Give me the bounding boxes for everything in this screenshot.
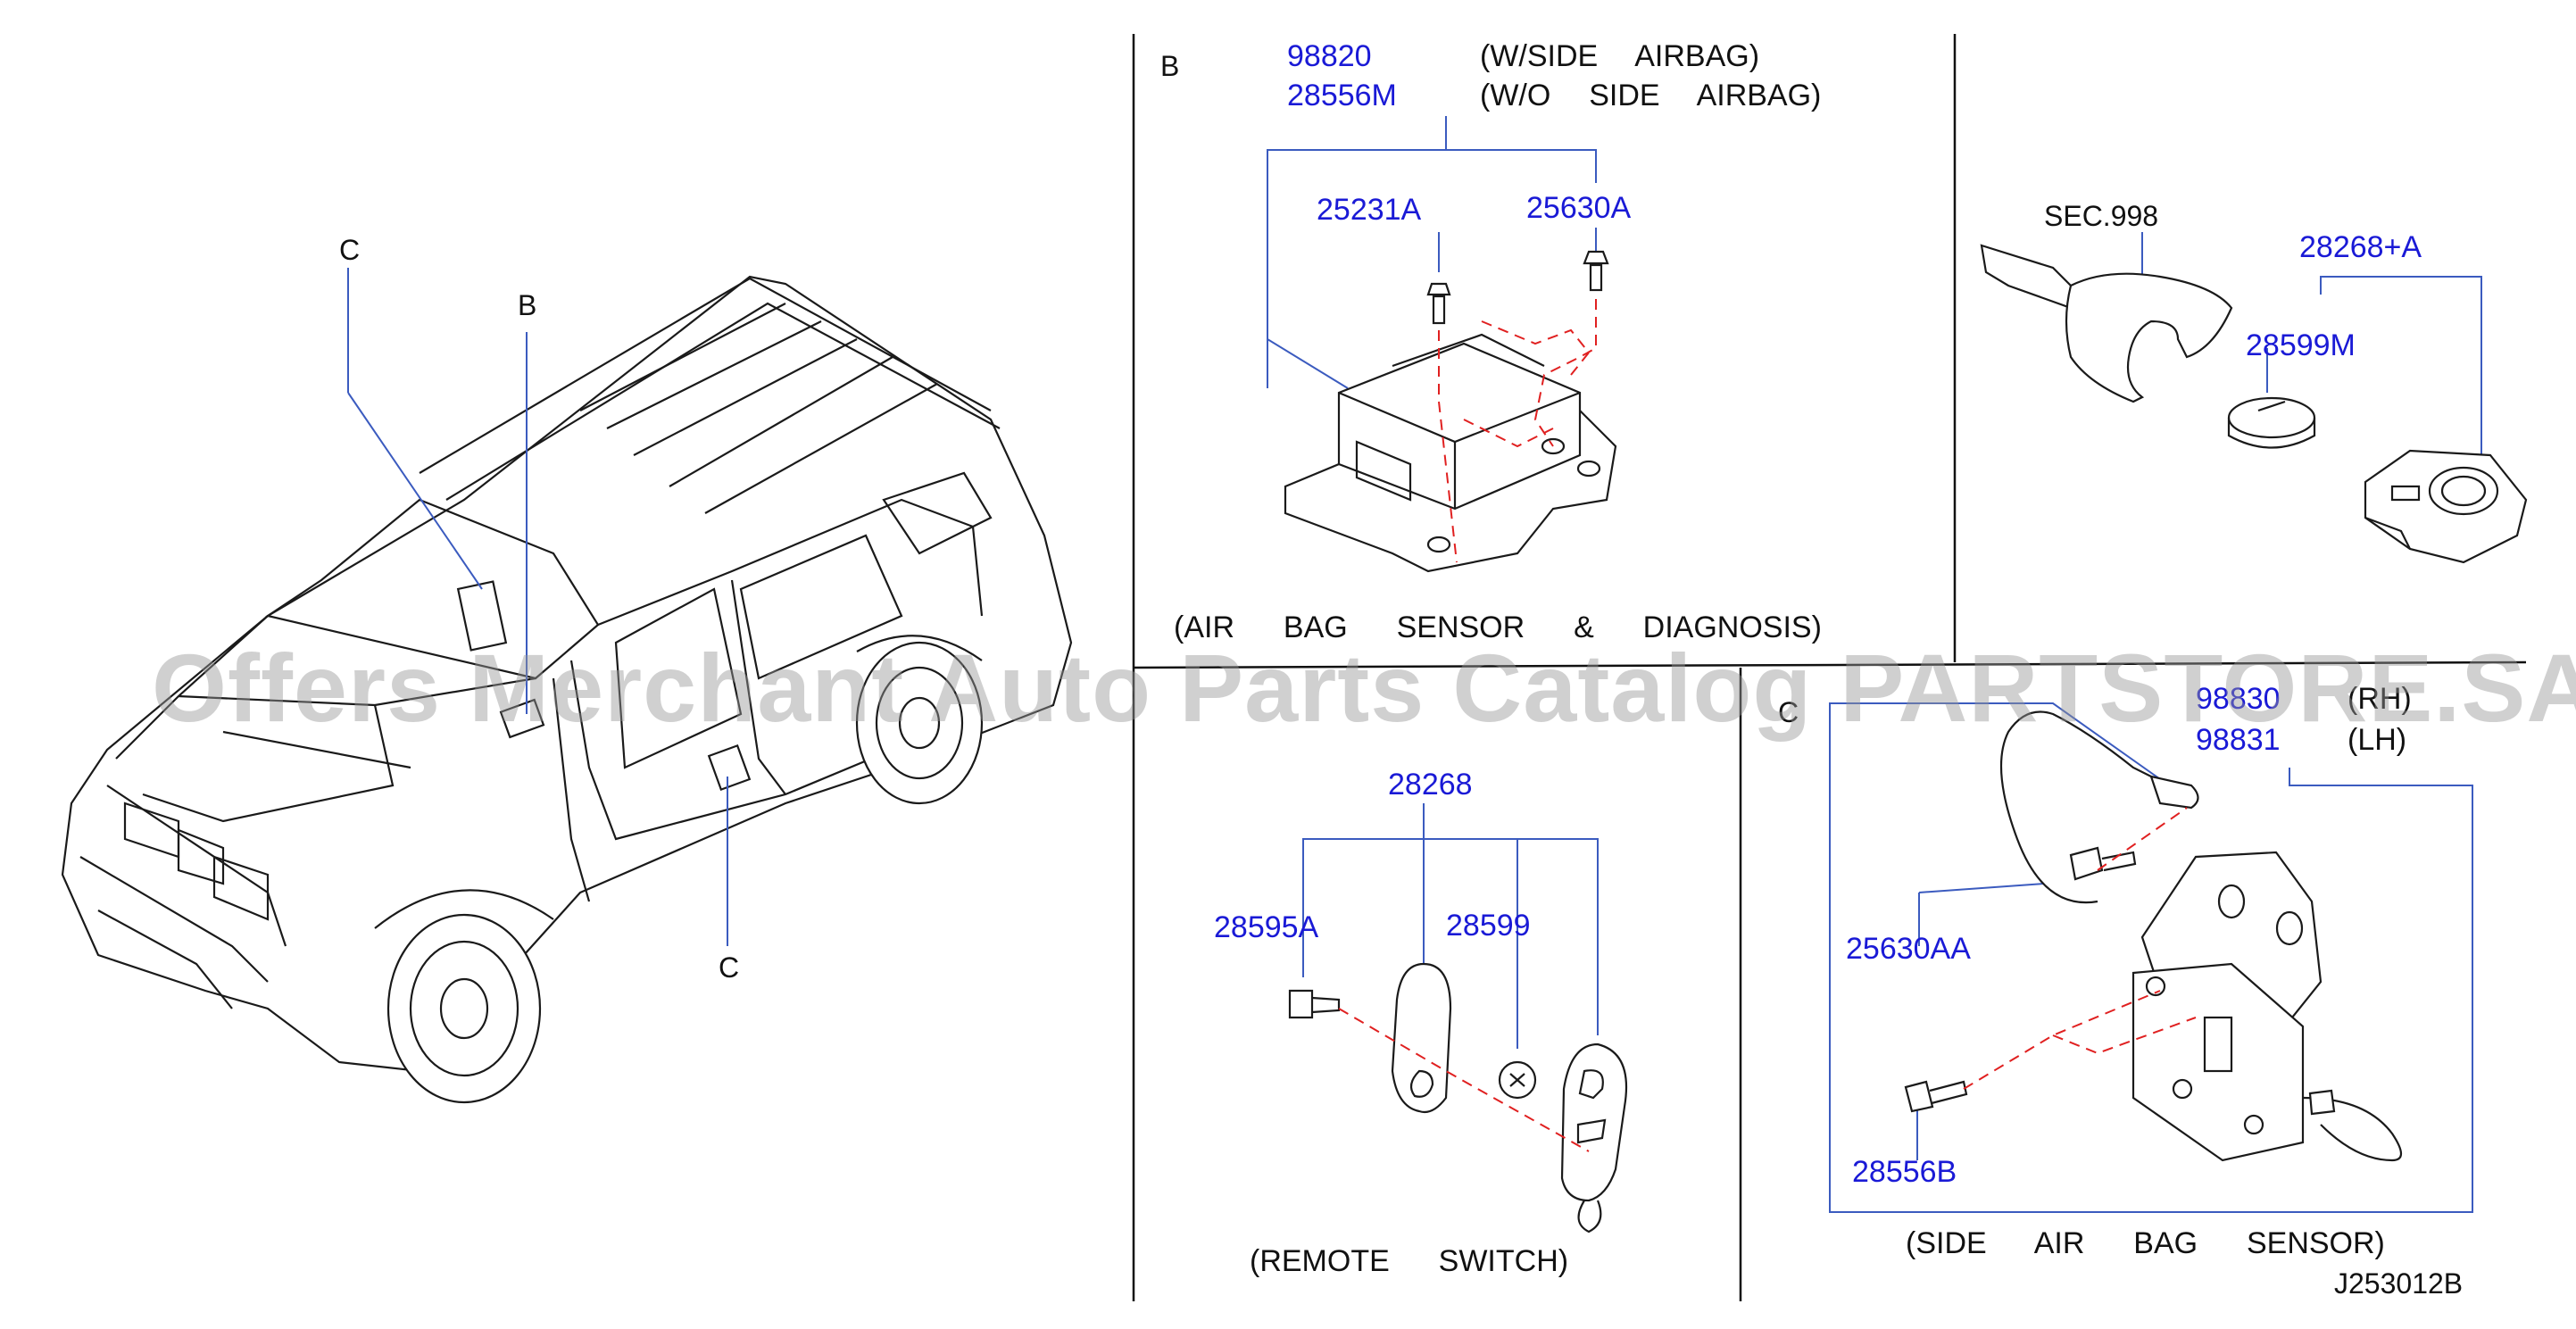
part-number-25630aa[interactable]: 25630AA xyxy=(1846,932,1971,966)
watermark-text: Offers Merchant Auto Parts Catalog PARTS… xyxy=(152,634,2576,742)
caption-airbag-sensor-diagnosis: (AIR BAG SENSOR & DIAGNOSIS) xyxy=(1174,611,1822,644)
note-lh: (LH) xyxy=(2347,723,2407,757)
section-c-letter: C xyxy=(1778,696,1799,728)
side-airbag-sensor-illustration xyxy=(1829,702,2473,1213)
part-number-25231a[interactable]: 25231A xyxy=(1317,193,1422,227)
part-number-28268[interactable]: 28268 xyxy=(1388,768,1473,802)
section-b-letter: B xyxy=(1160,50,1180,82)
part-number-28595a[interactable]: 28595A xyxy=(1214,910,1319,944)
part-number-98830[interactable]: 98830 xyxy=(2196,682,2281,716)
caption-side-airbag-sensor: (SIDE AIR BAG SENSOR) xyxy=(1906,1226,2385,1260)
vehicle-callout-c-upper[interactable]: C xyxy=(339,234,361,266)
remote-switch-illustration xyxy=(1288,803,1628,1233)
note-rh: (RH) xyxy=(2347,682,2412,716)
part-number-28268-a[interactable]: 28268+A xyxy=(2299,230,2422,264)
part-number-28599m[interactable]: 28599M xyxy=(2246,328,2356,362)
vehicle-callout-c-lower[interactable]: C xyxy=(719,951,740,984)
vehicle-callout-b[interactable]: B xyxy=(518,289,537,321)
part-number-28556m[interactable]: 28556M xyxy=(1287,79,1397,112)
part-number-98831[interactable]: 98831 xyxy=(2196,723,2281,757)
leader-c1-b xyxy=(347,392,483,590)
note-with-side-airbag: (W/SIDE AIRBAG) xyxy=(1480,39,1760,73)
key-illustration xyxy=(1980,232,2528,564)
divider-horizontal xyxy=(1133,660,2527,669)
part-number-25630a[interactable]: 25630A xyxy=(1526,191,1632,225)
airbag-sensor-illustration xyxy=(1267,116,1617,573)
caption-remote-switch: (REMOTE SWITCH) xyxy=(1250,1244,1569,1278)
vehicle-illustration xyxy=(61,268,1073,1104)
part-number-28599[interactable]: 28599 xyxy=(1446,909,1531,943)
diagram-code: J253012B xyxy=(2334,1267,2464,1300)
part-number-28556b[interactable]: 28556B xyxy=(1852,1155,1957,1189)
note-without-side-airbag: (W/O SIDE AIRBAG) xyxy=(1480,79,1822,112)
section-reference-998[interactable]: SEC.998 xyxy=(2044,200,2159,232)
part-number-98820[interactable]: 98820 xyxy=(1287,39,1372,73)
